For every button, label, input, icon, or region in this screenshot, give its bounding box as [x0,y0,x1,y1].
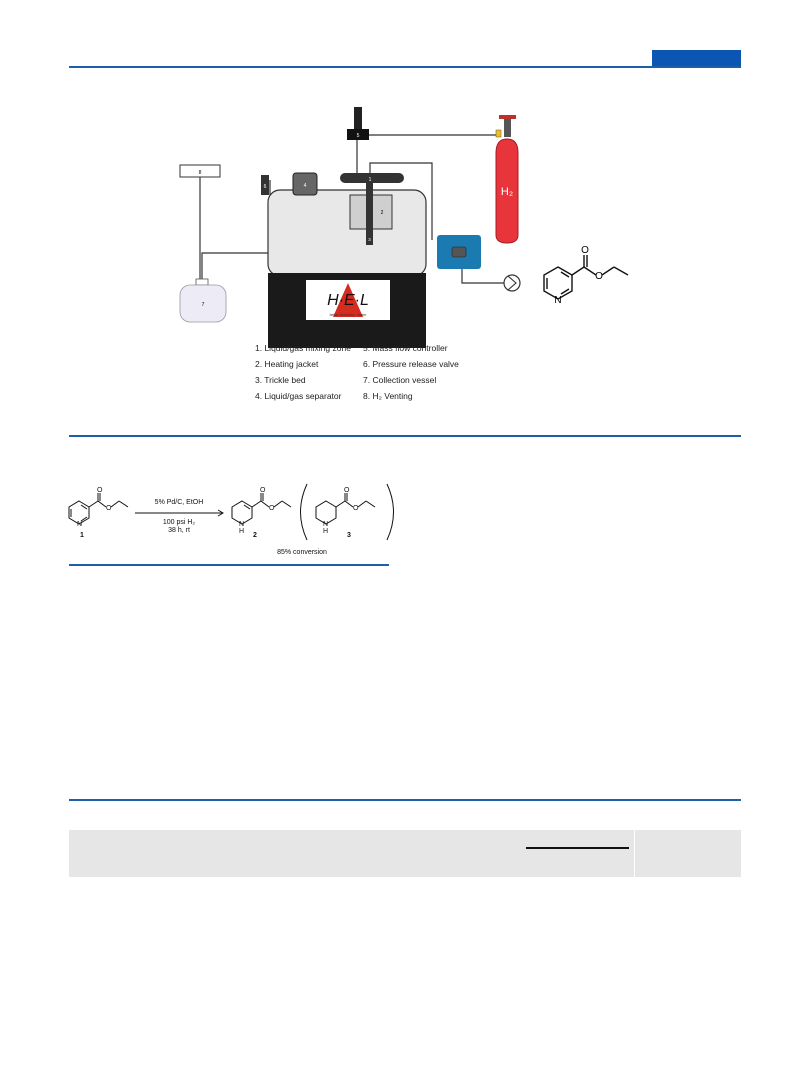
bed-number: 3 [368,237,371,242]
table-column-separator [634,830,635,877]
mixing-number: 1 [369,177,372,183]
jacket-number: 2 [381,210,384,216]
reactor-diagram: 8 7 6 5 H·E·L better chemistry - faster … [179,107,629,401]
compound-2-label: 2 [253,532,257,539]
compound-1-o2: O [106,505,112,512]
check-valve [503,274,521,292]
controller-number: 5 [357,133,360,139]
legend-item-7: 7. Collection vessel [363,375,436,385]
trickle-bed [366,183,373,245]
mixing-zone [340,173,404,183]
structure-n: N [554,295,561,306]
left-parenthesis [300,483,308,541]
conditions-bottom-1: 100 psi H₂ [163,519,196,526]
reaction-scheme: N O O 1 5% Pd/C, EtOH 100 psi H₂ 38 h, r… [68,483,394,556]
conversion-label: 85% conversion [277,549,327,556]
header-rule [69,66,741,68]
header-tab [652,50,741,66]
structure-o-ester: O [595,271,603,282]
compound-3-o2: O [353,505,359,512]
right-parenthesis [386,483,394,541]
mass-flow-controller [347,129,369,140]
compound-2-h: H [239,528,244,535]
table-header-band [69,830,741,877]
vessel-number: 7 [202,302,205,308]
section-rule-1 [69,435,741,437]
compound-1-label: 1 [80,532,84,539]
separator [292,172,318,196]
legend-item-4: 4. Liquid/gas separator [255,391,342,401]
hydrogen-cylinder [495,138,519,244]
compound-2-o2: O [269,505,275,512]
conditions-bottom-2: 38 h, rt [168,527,190,534]
compound-2-n: N [239,521,244,528]
vent-box [179,164,221,178]
compound-3-n: N [323,521,328,528]
legend-item-2: 2. Heating jacket [255,359,319,369]
legend-item-8: 8. H₂ Venting [363,391,413,401]
compound-1-n: N [77,521,82,528]
legend-item-1: 1. Liquid/gas mixing zone [255,343,351,353]
scheme-rule [69,564,389,566]
legend-item-5: 5. Mass flow controller [363,343,448,353]
table-column-rule [526,847,629,849]
hel-logo: H·E·L [327,292,369,309]
ethyl-nicotinate-structure [543,255,629,300]
valve-number: 6 [264,184,267,190]
hel-tagline: better chemistry - faster [330,313,368,317]
compound-3-label: 3 [347,532,351,539]
vent-number: 8 [199,170,202,176]
structure-o-carbonyl: O [581,245,589,256]
conditions-top: 5% Pd/C, EtOH [155,499,204,506]
compound-3-h: H [323,528,328,535]
collection-vessel [179,284,227,323]
separator-number: 4 [304,183,307,189]
figure-legend: 1. Liquid/gas mixing zone 2. Heating jac… [255,343,459,401]
compound-2-o1: O [260,487,266,494]
legend-item-3: 3. Trickle bed [255,375,306,385]
cylinder-label: H₂ [501,186,513,198]
heating-body [267,189,427,277]
compound-3-o1: O [344,487,350,494]
section-rule-2 [69,799,741,801]
compound-1-o1: O [97,487,103,494]
legend-item-6: 6. Pressure release valve [363,359,459,369]
